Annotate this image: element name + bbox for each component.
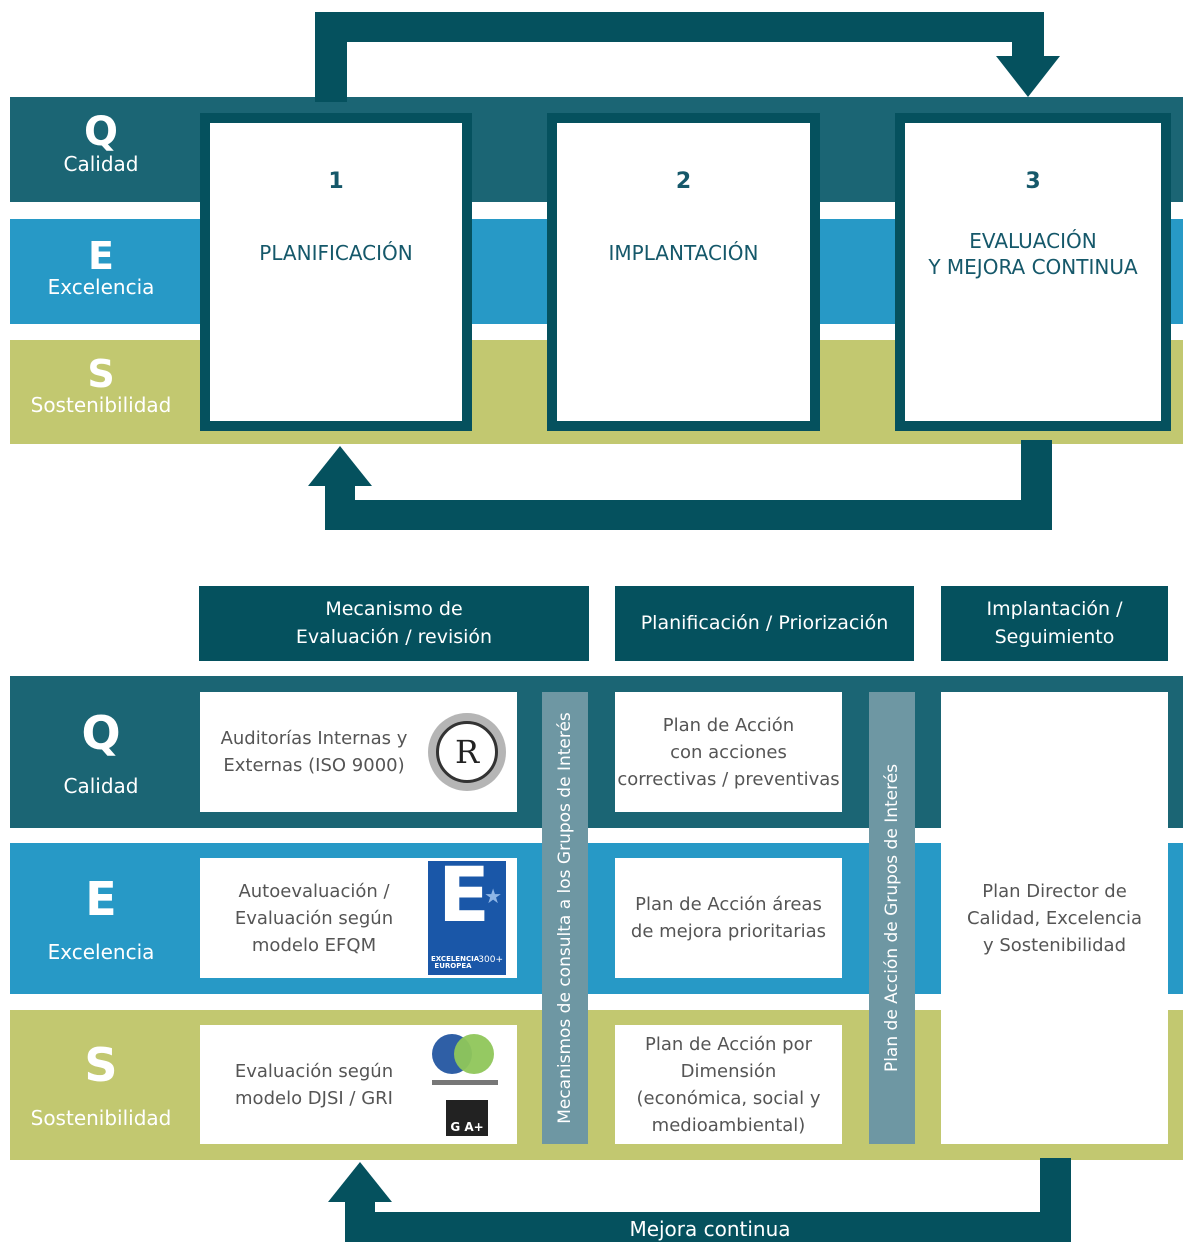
stage-name: PLANIFICACIÓN xyxy=(259,241,413,265)
top-label-sustainability: S Sostenibilidad xyxy=(10,355,192,417)
eval-text-quality: Auditorías Internas y Externas (ISO 9000… xyxy=(220,728,408,776)
top-label-excellence-letter: E xyxy=(88,234,114,278)
top-label-quality: Q Calidad xyxy=(10,112,192,176)
bottom-label-excellence: E Excelencia xyxy=(10,876,192,964)
efqm-star-icon: ★ xyxy=(484,884,502,908)
djsi-gri-logos: G A+ xyxy=(428,1030,506,1140)
bottom-label-quality-letter: Q xyxy=(81,706,121,760)
stage-name: IMPLANTACIÓN xyxy=(608,241,759,265)
top-label-quality-letter: Q xyxy=(83,109,118,155)
improvement-label: Mejora continua xyxy=(629,1217,791,1241)
eval-cell-excellence: Autoevaluación / Evaluación según modelo… xyxy=(200,857,517,978)
top-label-sustainability-letter: S xyxy=(87,352,115,396)
plan-cell-sustainability: Plan de Acción por Dimensión (económica,… xyxy=(615,1025,842,1144)
stage-evaluacion: 3 EVALUACIÓN Y MEJORA CONTINUA xyxy=(895,113,1171,431)
plan-cell-quality: Plan de Acción con acciones correctivas … xyxy=(615,692,842,812)
efqm-logo: E ★ EXCELENCIA EUROPEA 300+ xyxy=(428,857,506,975)
iso-mark: R xyxy=(436,721,498,783)
gri-logo: G A+ xyxy=(446,1099,488,1136)
bottom-label-sustainability-letter: S xyxy=(84,1038,118,1092)
top-arrow-head-icon xyxy=(996,56,1060,97)
bottom-label-sustainability: S Sostenibilidad xyxy=(10,1042,192,1130)
djsi-caption-line xyxy=(432,1079,498,1085)
stakeholder-consultation-bar: Mecanismos de consulta a los Grupos de I… xyxy=(542,692,588,1144)
top-arrow-horizontal-segment xyxy=(315,12,1044,42)
header-evaluation: Mecanismo de Evaluación / revisión xyxy=(199,586,589,661)
improvement-arrow-horizontal-segment xyxy=(345,1212,1071,1242)
return-arrow-horizontal-segment xyxy=(325,500,1052,530)
top-label-sustainability-word: Sostenibilidad xyxy=(30,393,172,417)
eval-text-sustainability: Evaluación según modelo DJSI / GRI xyxy=(234,1060,394,1109)
bottom-label-quality-word: Calidad xyxy=(63,774,139,798)
plan-cell-excellence: Plan de Acción áreas de mejora prioritar… xyxy=(615,858,842,978)
bottom-label-sustainability-word: Sostenibilidad xyxy=(30,1106,172,1130)
bottom-label-excellence-word: Excelencia xyxy=(47,940,155,964)
stakeholder-consultation-label: Mecanismos de consulta a los Grupos de I… xyxy=(555,712,576,1124)
stage-number: 2 xyxy=(675,169,692,194)
eval-text-excellence: Autoevaluación / Evaluación según modelo… xyxy=(234,880,394,956)
top-label-quality-word: Calidad xyxy=(63,152,139,176)
efqm-text: EXCELENCIA EUROPEA xyxy=(431,954,480,971)
director-plan-cell: Plan Director de Calidad, Excelencia y S… xyxy=(941,692,1168,1144)
improvement-arrow-left-segment xyxy=(345,1200,375,1242)
return-arrow-head-icon xyxy=(308,446,372,486)
header-planning: Planificación / Priorización xyxy=(615,586,914,661)
stakeholder-action-plan-bar: Plan de Acción de Grupos de Interés xyxy=(869,692,915,1144)
bottom-label-quality: Q Calidad xyxy=(10,710,192,798)
eval-cell-sustainability: Evaluación según modelo DJSI / GRI G A+ xyxy=(200,1025,517,1144)
header-implementation: Implantación / Seguimiento xyxy=(941,586,1168,661)
top-arrow-right-segment xyxy=(1012,12,1044,60)
stage-name: EVALUACIÓN Y MEJORA CONTINUA xyxy=(928,229,1138,279)
stakeholder-action-plan-label: Plan de Acción de Grupos de Interés xyxy=(882,763,902,1073)
djsi-green-circle-icon xyxy=(454,1033,494,1074)
top-label-excellence-word: Excelencia xyxy=(47,275,155,299)
stage-number: 3 xyxy=(1025,169,1041,194)
efqm-letter: E xyxy=(438,850,490,939)
iso-logo: R xyxy=(428,713,506,791)
eval-cell-quality: Auditorías Internas y Externas (ISO 9000… xyxy=(200,692,517,812)
bottom-label-excellence-letter: E xyxy=(85,872,117,926)
stage-planificacion: 1 PLANIFICACIÓN xyxy=(200,113,472,431)
improvement-arrow-head-icon xyxy=(328,1162,392,1202)
gri-mark: G A+ xyxy=(450,1119,484,1134)
top-label-excellence: E Excelencia xyxy=(10,237,192,299)
return-arrow-left-segment xyxy=(325,484,355,530)
stage-implantacion: 2 IMPLANTACIÓN xyxy=(547,113,820,431)
stage-number: 1 xyxy=(328,169,344,194)
efqm-badge: 300+ xyxy=(478,954,503,965)
